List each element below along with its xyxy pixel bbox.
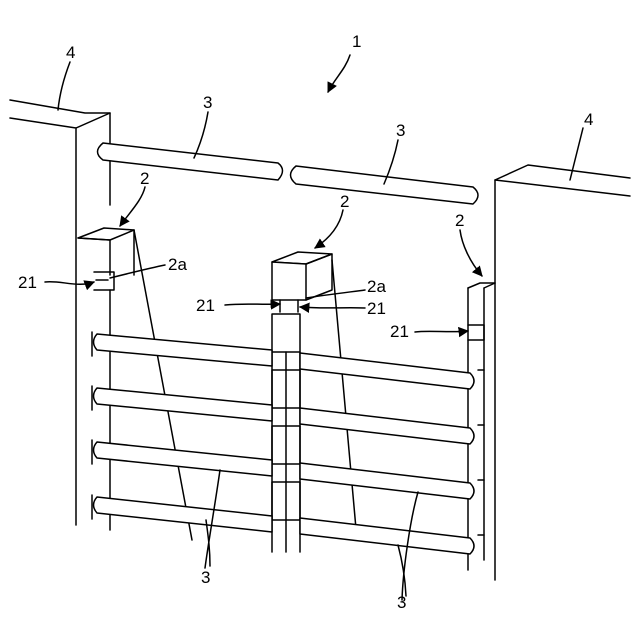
- label-upper-part-middle: 2a: [367, 277, 386, 296]
- loose-boards: [98, 143, 479, 204]
- label-post-right: 2: [455, 211, 464, 230]
- label-bracket-middle-right: 21: [367, 299, 386, 318]
- label-bracket-right: 21: [390, 322, 409, 341]
- label-assembly: 1: [352, 32, 361, 51]
- label-upper-part-left: 2a: [168, 255, 187, 274]
- label-board-top-left: 3: [203, 93, 212, 112]
- label-post-middle: 2: [340, 192, 349, 211]
- leader-lines: [45, 55, 583, 600]
- left-post: [78, 228, 192, 540]
- label-bracket-left: 21: [18, 273, 37, 292]
- loose-board-left: [98, 143, 283, 180]
- right-wall: [495, 165, 630, 580]
- left-wall: [10, 100, 110, 525]
- left-bracket-upper: [94, 272, 114, 290]
- middle-bracket-upper: [280, 300, 298, 312]
- label-wall-left: 4: [66, 43, 75, 62]
- right-post: [468, 283, 495, 570]
- right-bracket-upper: [468, 325, 484, 340]
- label-board-top-right: 3: [396, 121, 405, 140]
- label-board-bottom-left: 3: [201, 568, 210, 587]
- right-side-brackets: [478, 370, 484, 535]
- loose-board-right: [291, 166, 479, 204]
- label-post-left: 2: [140, 169, 149, 188]
- label-board-bottom-right: 3: [397, 593, 406, 612]
- label-bracket-middle-left: 21: [196, 296, 215, 315]
- label-wall-right: 4: [584, 110, 593, 129]
